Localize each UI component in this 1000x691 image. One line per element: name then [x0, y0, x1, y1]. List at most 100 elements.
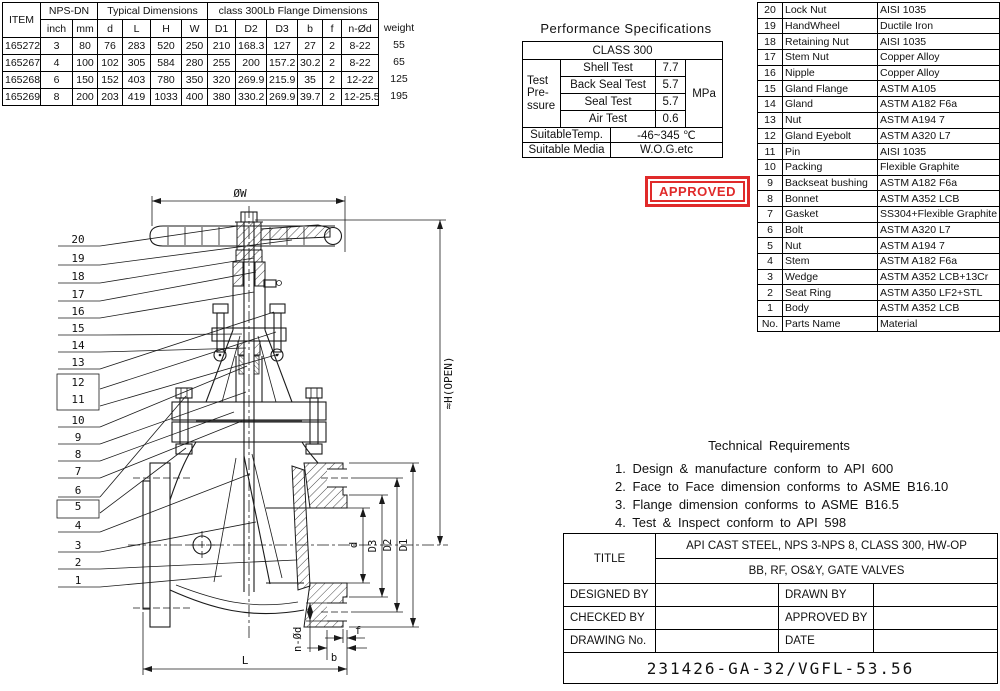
- part-no: 3: [757, 268, 783, 286]
- part-name: HandWheel: [782, 17, 878, 35]
- part-no: 13: [757, 111, 783, 129]
- dim-cell: 165269: [2, 88, 41, 106]
- perf-pressure-label: Test Pre- ssure: [522, 59, 561, 128]
- part-no: 14: [757, 96, 783, 113]
- part-name: Retaining Nut: [782, 33, 878, 51]
- dim-cell: 3: [40, 37, 73, 55]
- field-label-checked-by: CHECKED BY: [563, 606, 656, 630]
- callout-leader: [99, 331, 277, 390]
- perf-table-bottom: SuitableTemp. -46~345 ℃ Suitable Media W…: [522, 127, 723, 158]
- callout-number: 8: [75, 448, 82, 461]
- dim-col-header: D3: [266, 19, 299, 38]
- callout-leader: [99, 575, 223, 588]
- dim-col-header: n-Ød: [341, 19, 380, 38]
- callout-leader: [99, 257, 255, 284]
- dim-cell: 30.2: [297, 54, 324, 72]
- callout-leader: [99, 559, 297, 570]
- dim-cell: 320: [207, 71, 237, 89]
- lock-nut: [235, 211, 263, 223]
- callout-leader: [99, 225, 239, 247]
- svg-text:ØW: ØW: [233, 187, 247, 200]
- dim-cell: 168.3: [235, 37, 268, 55]
- part-material: ASTM A352 LCB+13Cr: [877, 268, 1000, 286]
- part-name: Lock Nut: [782, 2, 878, 19]
- part-name: Gland Flange: [782, 80, 878, 98]
- dim-cell: 2: [322, 71, 343, 89]
- callout-leader: [99, 365, 248, 428]
- dim-cell: 165268: [2, 71, 41, 89]
- perf-media-value: W.O.G.etc: [610, 142, 723, 158]
- dim-cell: 8-22: [341, 54, 380, 72]
- perf-test-name: Shell Test: [560, 59, 656, 77]
- part-no: 8: [757, 190, 783, 207]
- tech-item: 2. Face to Face dimension conforms to AS…: [615, 479, 949, 494]
- dim-cell: 203: [97, 88, 124, 106]
- part-no: 7: [757, 205, 783, 223]
- dim-cell: 584: [150, 54, 183, 72]
- field-label-drawn-by: DRAWN BY: [778, 583, 874, 607]
- dim-cell: 380: [207, 88, 237, 106]
- dim-cell: 100: [71, 54, 99, 72]
- callout-box-5: [56, 499, 100, 519]
- part-material: ASTM A182 F6a: [877, 253, 1000, 270]
- drawing-number: 231426-GA-32/VGFL-53.56: [562, 652, 999, 684]
- part-name: Nut: [782, 111, 878, 129]
- title-label: TITLE: [563, 533, 656, 584]
- dim-cell: 200: [235, 54, 268, 72]
- part-material: ASTM A352 LCB: [877, 300, 1000, 317]
- field-value-date: [872, 629, 999, 653]
- dim-cell: 210: [207, 37, 237, 55]
- svg-text:≈H(OPEN): ≈H(OPEN): [442, 357, 455, 410]
- callout-number: 17: [71, 288, 84, 301]
- part-material: ASTM A320 L7: [877, 221, 1000, 239]
- callout-number: 12: [71, 376, 84, 389]
- svg-text:n-Ød: n-Ød: [292, 627, 304, 652]
- callout-number: 19: [71, 252, 84, 265]
- left-flange: [133, 462, 190, 628]
- callout-number: 11: [71, 393, 84, 406]
- part-material: ASTM A352 LCB: [877, 190, 1000, 207]
- tech-item: 3. Flange dimension conforms to ASME B16…: [615, 497, 899, 512]
- part-material: Ductile Iron: [877, 17, 1000, 35]
- stem: [243, 222, 255, 592]
- perf-test-name: Air Test: [560, 110, 656, 128]
- part-material: Material: [877, 315, 1000, 333]
- callout-number: 13: [71, 356, 84, 369]
- dim-col-header: d: [97, 19, 124, 38]
- part-material: ASTM A105: [877, 80, 1000, 98]
- callout-number: 5: [75, 500, 82, 513]
- part-name: Gland: [782, 96, 878, 113]
- callout-leader: [99, 411, 235, 462]
- part-no: 11: [757, 143, 783, 160]
- callout-number: 9: [75, 431, 82, 444]
- dim-col-header: W: [181, 19, 209, 38]
- part-material: AISI 1035: [877, 143, 1000, 160]
- perf-media-label: Suitable Media: [522, 142, 611, 158]
- dim-cell: 8-22: [341, 37, 380, 55]
- dim-cell: 269.9: [266, 88, 299, 106]
- dim-cell: 152: [97, 71, 124, 89]
- part-no: 10: [757, 158, 783, 176]
- part-material: Copper Alloy: [877, 49, 1000, 66]
- callout-leader: [99, 347, 247, 353]
- part-material: ASTM A194 7: [877, 111, 1000, 129]
- part-name: Stem: [782, 253, 878, 270]
- part-name: Bonnet: [782, 190, 878, 207]
- callout-number: 14: [71, 339, 85, 352]
- weight-value: 195: [390, 90, 408, 102]
- callout-leader: [99, 391, 247, 445]
- field-label-designed-by: DESIGNED BY: [563, 583, 656, 607]
- dim-col-header: D1: [207, 19, 237, 38]
- field-label-drawing-no: DRAWING No.: [563, 629, 656, 653]
- part-name: Nipple: [782, 64, 878, 82]
